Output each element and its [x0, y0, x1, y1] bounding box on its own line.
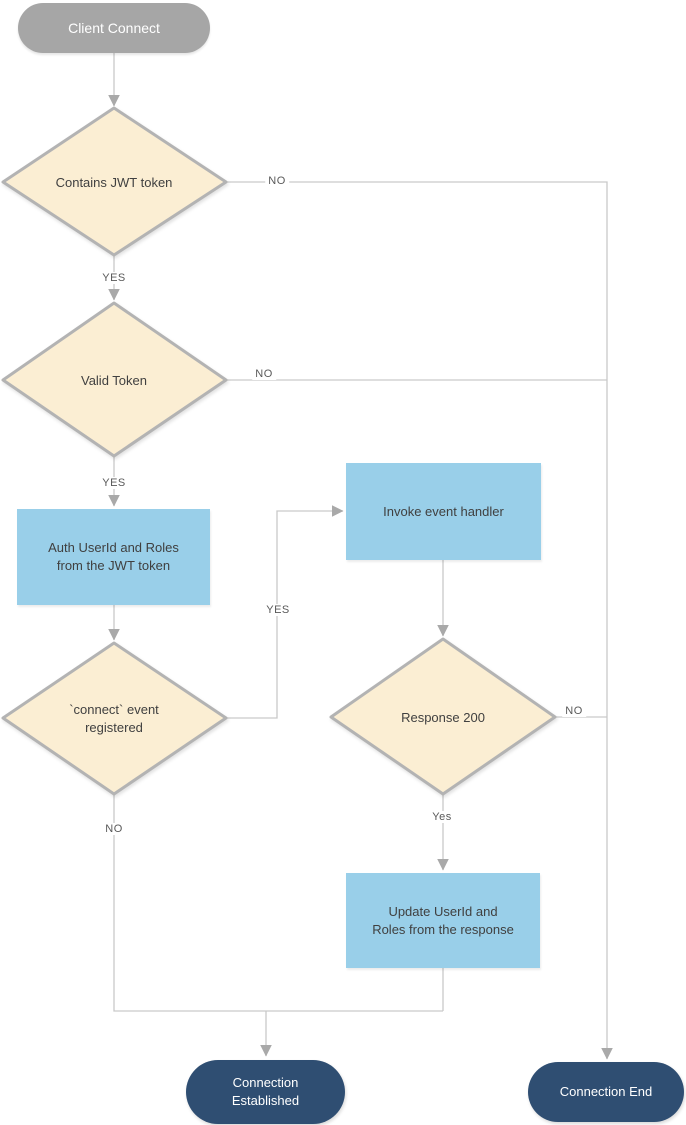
node-connection-established-label: Connection Established: [231, 1075, 300, 1108]
decision-diamond-response-200: [329, 637, 557, 796]
edge-label-response-200-no: NO: [562, 705, 586, 717]
edge-label-connect-event-no: NO: [102, 823, 126, 835]
node-contains-jwt-label: Contains JWT token: [55, 175, 173, 190]
edge-label-contains-jwt-no: NO: [265, 175, 289, 187]
node-connect-event-label: `connect` event registered: [69, 702, 159, 736]
decision-diamond-connect-event: [1, 641, 228, 796]
connector-connect-event-no-merge: [113, 794, 443, 1012]
node-auth-userid-roles: Auth UserId and Roles from the JWT token: [17, 509, 210, 605]
edge-label-valid-token-no: NO: [252, 368, 276, 380]
node-connection-end-label: Connection End: [559, 1084, 653, 1100]
decision-diamond-contains-jwt: [1, 106, 228, 257]
node-response-200-label: Response 200: [401, 710, 485, 725]
edge-label-response-200-yes: Yes: [429, 811, 455, 823]
connector-contains-jwt-no-to-end: [227, 181, 613, 1060]
node-invoke-event-handler: Invoke event handler: [346, 463, 541, 560]
node-update-userid-roles-label: Update UserId and Roles from the respons…: [372, 903, 514, 937]
node-connection-established: Connection Established: [186, 1060, 345, 1124]
node-auth-userid-roles-label: Auth UserId and Roles from the JWT token: [48, 540, 179, 573]
edge-label-valid-token-yes: YES: [99, 477, 129, 489]
node-update-userid-roles: Update UserId and Roles from the respons…: [346, 873, 540, 968]
node-valid-token-label: Valid Token: [80, 373, 147, 388]
edge-label-contains-jwt-yes: YES: [99, 272, 129, 284]
node-client-connect: Client Connect: [18, 3, 210, 53]
node-connection-end: Connection End: [528, 1062, 684, 1122]
edge-label-connect-event-yes: YES: [263, 604, 293, 616]
node-client-connect-label: Client Connect: [68, 19, 160, 36]
node-invoke-event-handler-label: Invoke event handler: [383, 503, 504, 519]
decision-diamond-valid-token: [1, 301, 228, 458]
